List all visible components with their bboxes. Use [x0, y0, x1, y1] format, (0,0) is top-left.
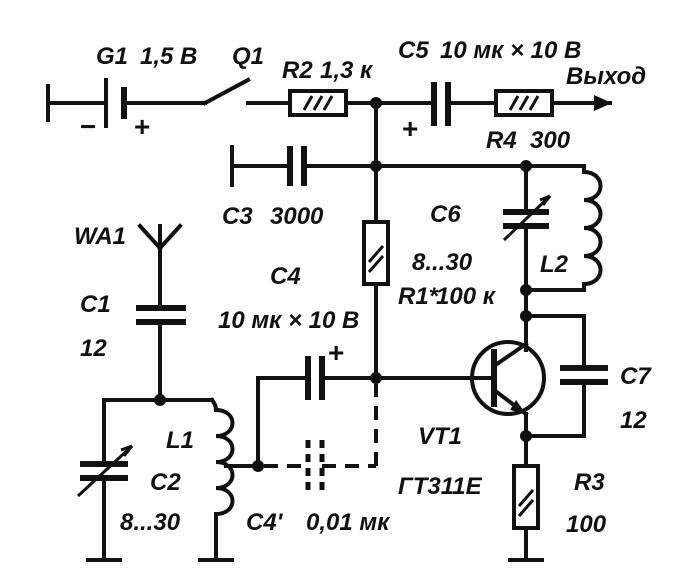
battery-g1	[46, 78, 207, 128]
resistor-r1	[362, 220, 390, 380]
capacitor-c7	[524, 314, 608, 438]
label-vt1: VT1	[418, 423, 462, 450]
inductor-l1	[198, 397, 260, 562]
label-r3: R3	[574, 469, 605, 496]
label-c3-value: 3000	[270, 203, 324, 230]
label-c3: C3	[222, 203, 253, 230]
label-c1: C1	[80, 291, 111, 318]
capacitor-c4	[256, 356, 476, 468]
label-r4: R4	[486, 127, 517, 154]
label-q1: Q1	[232, 43, 264, 70]
junction-dot	[370, 97, 382, 109]
label-c6-value: 8...30	[412, 249, 473, 276]
resistor-r3	[508, 464, 544, 562]
output-arrow	[550, 95, 612, 111]
label-c5-value: 10 мк × 10 В	[440, 37, 581, 64]
label-c5: C5	[398, 37, 429, 64]
junction-dot	[154, 394, 166, 406]
label-r2-value: 1,3 к	[320, 57, 374, 84]
capacitor-c3	[230, 145, 528, 187]
label-g1: G1	[96, 43, 128, 70]
resistor-r4	[494, 89, 554, 117]
capacitor-c4-alt	[264, 384, 378, 492]
label-c7: C7	[620, 363, 652, 390]
label-c7-value: 12	[620, 407, 647, 434]
label-r1: R1*	[398, 283, 440, 310]
label-r4-value: 300	[530, 127, 571, 154]
capacitor-c2	[76, 398, 134, 562]
capacitor-c1	[136, 305, 186, 402]
label-c6: C6	[430, 201, 461, 228]
switch-q1	[202, 77, 292, 106]
label-c2-value: 8...30	[120, 509, 181, 536]
sign-battery-minus: −	[80, 111, 96, 142]
sign-c4-plus: +	[328, 337, 344, 368]
label-r1-value: 100 к	[436, 283, 497, 310]
label-c4-value: 10 мк × 10 В	[218, 307, 359, 334]
capacitor-c5	[431, 82, 451, 126]
label-c4-alt: C4'	[246, 509, 284, 536]
label-vt1-type: ГТ311Е	[398, 473, 483, 500]
label-output: Выход	[566, 63, 646, 90]
label-c2: C2	[150, 469, 181, 496]
label-l2: L2	[540, 251, 569, 278]
label-l1: L1	[166, 427, 194, 454]
antenna-wa1	[137, 223, 183, 310]
label-r2: R2	[282, 57, 313, 84]
sign-battery-plus: +	[134, 111, 150, 142]
sign-c5-plus: +	[402, 113, 418, 144]
label-g1-voltage: 1,5 В	[140, 43, 197, 70]
label-r3-value: 100	[566, 511, 607, 538]
transistor-vt1	[470, 314, 546, 468]
label-c1-value: 12	[80, 335, 107, 362]
label-c4: C4	[270, 263, 301, 290]
resistor-r2	[288, 89, 348, 117]
label-wa1: WA1	[74, 223, 126, 250]
label-c4-alt-value: 0,01 мк	[306, 509, 391, 536]
